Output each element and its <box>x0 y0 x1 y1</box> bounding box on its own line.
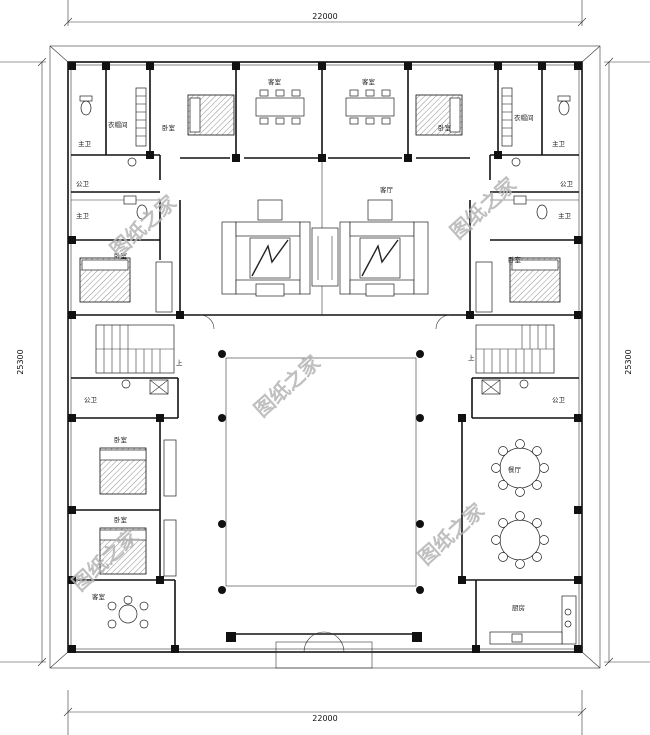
label-guest-room-n2: 客室 <box>362 77 376 86</box>
dimension-right: 25300 <box>624 349 633 374</box>
label-living-room: 客厅 <box>380 185 394 194</box>
courtyard <box>199 314 451 594</box>
dimension-bottom: 22000 <box>312 714 337 723</box>
label-closet-w: 衣帽间 <box>108 120 128 129</box>
label-public-bath-e1: 公卫 <box>560 180 574 188</box>
label-stair-up-w: 上 <box>176 358 183 367</box>
watermark-3: 图纸之家 <box>249 350 325 422</box>
label-guest-room-n1: 客室 <box>268 77 282 86</box>
north-wing-furniture <box>79 87 571 167</box>
label-bedroom-w2: 卧室 <box>114 435 128 444</box>
living-room-furniture <box>221 199 429 297</box>
watermark-5: 图纸之家 <box>413 498 489 570</box>
label-private-bath-e2: 主卫 <box>558 211 572 220</box>
label-kitchen: 厨房 <box>512 603 525 612</box>
east-wing-walls <box>450 155 579 649</box>
label-private-bath-nw: 主卫 <box>78 139 92 148</box>
west-wing-furniture <box>79 195 177 629</box>
label-public-bath-w2: 公卫 <box>84 396 98 404</box>
label-bedroom-e1: 卧室 <box>508 255 522 264</box>
watermark-1: 图纸之家 <box>105 190 181 262</box>
label-public-bath-w1: 公卫 <box>76 180 90 188</box>
label-bedroom-w1: 卧室 <box>114 251 128 260</box>
structural-columns <box>68 62 582 653</box>
label-closet-e: 衣帽间 <box>514 113 534 122</box>
label-dining-room: 餐厅 <box>508 465 522 474</box>
label-bedroom-w3: 卧室 <box>114 515 128 524</box>
label-guest-room-sw: 客室 <box>92 592 106 601</box>
south-entry <box>226 631 422 669</box>
east-wing-furniture <box>475 195 577 645</box>
dimension-left: 25300 <box>16 349 25 374</box>
label-public-bath-e2: 公卫 <box>552 396 566 404</box>
watermark-2: 图纸之家 <box>445 172 521 244</box>
label-bedroom-nw: 卧室 <box>162 123 176 132</box>
label-stair-up-e: 上 <box>468 353 475 362</box>
label-private-bath-w2: 主卫 <box>76 211 90 220</box>
dimension-top: 22000 <box>312 12 337 21</box>
label-bedroom-ne: 卧室 <box>438 123 452 132</box>
north-wing-walls <box>71 65 579 315</box>
label-private-bath-ne: 主卫 <box>552 139 566 148</box>
